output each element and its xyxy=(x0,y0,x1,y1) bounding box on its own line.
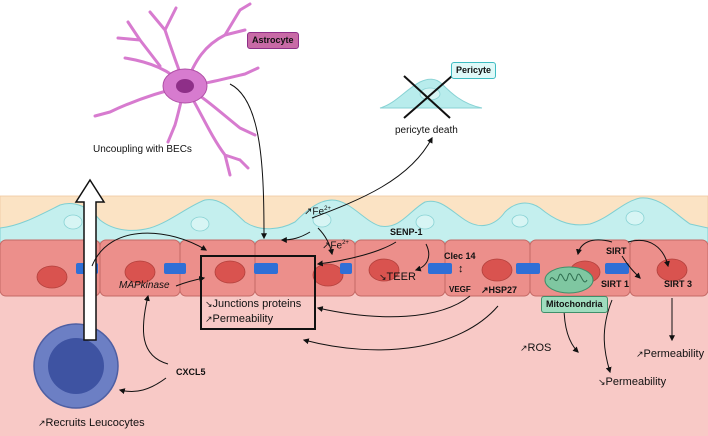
leukocyte xyxy=(33,323,119,409)
teer-label: ↘TEER xyxy=(379,272,416,283)
fe-bottom-arrow: ↗ xyxy=(322,240,331,252)
sirt-label: SIRT xyxy=(606,246,627,256)
fe-bottom-label: ↗Fe2+ xyxy=(322,240,349,251)
arrow-sirt1-to-permeability xyxy=(603,299,613,374)
teer-text: TEER xyxy=(386,271,416,283)
recruits-text: Recruits Leucocytes xyxy=(45,417,145,429)
arrow-vegf-to-box xyxy=(316,295,471,318)
permeability-right-label: ↗Permeability xyxy=(636,349,704,360)
clec14-label: Clec 14 xyxy=(444,251,476,261)
junctions-box xyxy=(200,255,316,330)
endothelial-nuclei xyxy=(36,258,688,289)
hsp27-arrow: ↗ xyxy=(481,285,489,295)
arrow-mapk-to-box xyxy=(175,275,206,287)
pericyte-nuclei xyxy=(63,210,645,232)
hsp27-text: HSP27 xyxy=(488,285,518,295)
ros-label: ↗ROS xyxy=(520,343,551,354)
arrow-senp1-to-box xyxy=(316,241,397,267)
hsp27-label: ↗HSP27 xyxy=(481,286,517,295)
vegf-label: VEGF xyxy=(449,285,471,294)
recruits-label: ↗Recruits Leucocytes xyxy=(38,418,145,429)
cxcl5-label: CXCL5 xyxy=(176,367,206,377)
arrow-fe-to-cell xyxy=(280,231,311,243)
arrow-cxcl5-to-mapk xyxy=(143,294,169,365)
recruits-arrow: ↗ xyxy=(38,418,46,428)
arrow-hsp27-to-box xyxy=(302,305,499,351)
junctions-arrow: ↘ xyxy=(205,299,213,309)
box-permeability-text: Permeability xyxy=(212,313,274,325)
permeability-down-text: Permeability xyxy=(605,376,667,388)
fe-top-arrow: ↗ xyxy=(304,206,313,218)
astrocyte-cell xyxy=(93,2,260,177)
pericyte-layer xyxy=(0,197,708,243)
box-permeability-label: ↗Permeability xyxy=(205,314,273,325)
arrow-astrocyte-to-cell xyxy=(229,83,267,240)
permeability-down-arrow: ↘ xyxy=(598,377,606,387)
arrow-sirt-to-sirt1 xyxy=(621,255,641,279)
permeability-right-arrow: ↗ xyxy=(636,349,644,359)
arrow-sirt-left xyxy=(576,239,613,256)
fe-bottom-text: Fe xyxy=(330,240,343,252)
fe-top-text: Fe xyxy=(312,206,325,218)
mapkinase-label: MAPkinase xyxy=(119,280,170,291)
junctions-text: Junctions proteins xyxy=(212,298,302,310)
ros-text: ROS xyxy=(527,342,552,354)
mitochondria-organelle xyxy=(544,266,594,294)
clec14-arrows: ↕ xyxy=(458,263,464,275)
teer-arrow: ↘ xyxy=(379,272,387,282)
permeability-down-label: ↘Permeability xyxy=(598,377,666,388)
permeability-right-text: Permeability xyxy=(643,348,705,360)
mitochondria-tag: Mitochondria xyxy=(541,296,608,313)
arrow-fe2-to-nucleus xyxy=(317,227,334,256)
arrow-sirt-right xyxy=(627,240,670,268)
dead-pericyte xyxy=(379,75,483,119)
box-permeability-arrow: ↗ xyxy=(205,314,213,324)
arrow-fe-to-pericyte-death xyxy=(311,136,433,219)
fe-top-label: ↗Fe2+ xyxy=(304,206,331,217)
ros-arrow: ↗ xyxy=(520,343,528,353)
senp1-label: SENP-1 xyxy=(390,227,423,237)
fe-bottom-charge: 2+ xyxy=(342,240,349,246)
arrow-senp1-to-teer xyxy=(414,243,430,272)
uncoupling-label: Uncoupling with BECs xyxy=(93,144,192,155)
sirt1-label: SIRT 1 xyxy=(601,279,630,289)
cross-line-2 xyxy=(403,75,453,119)
fe-top-charge: 2+ xyxy=(324,206,331,212)
arrow-leukocyte-to-cell xyxy=(91,232,208,267)
astrocyte-tag: Astrocyte xyxy=(247,32,299,49)
uncoupling-arrow xyxy=(74,178,106,341)
pericyte-tag: Pericyte xyxy=(451,62,497,79)
arrow-cxcl5-to-leukocyte xyxy=(118,377,167,395)
sirt3-label: SIRT 3 xyxy=(664,279,693,289)
junctions-label: ↘Junctions proteins xyxy=(205,299,301,310)
pericyte-death-label: pericyte death xyxy=(395,125,458,136)
